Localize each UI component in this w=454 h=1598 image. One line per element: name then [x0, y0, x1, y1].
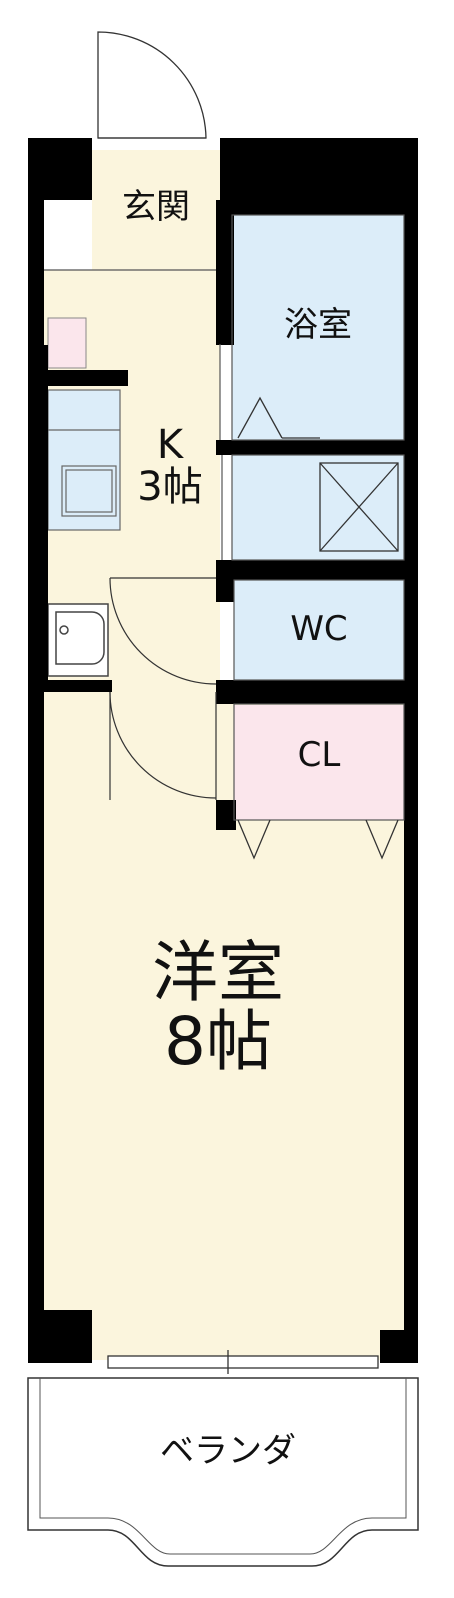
kitchen-size: 3帖	[137, 464, 203, 510]
closet-label: CL	[297, 735, 341, 775]
thin-lines	[44, 214, 405, 821]
veranda-inner	[39, 1378, 407, 1555]
bath-label: 浴室	[284, 305, 352, 345]
washing-machine-pan	[319, 462, 399, 552]
room-door	[109, 691, 217, 800]
veranda-window	[107, 1350, 379, 1374]
hall-door	[109, 577, 217, 685]
bath-floor	[232, 215, 404, 440]
kitchen-name: K	[156, 422, 184, 468]
kitchen-counter	[47, 389, 121, 531]
wc-label: WC	[290, 609, 348, 649]
genkan-floor	[92, 150, 220, 272]
fridge-space	[47, 317, 87, 369]
veranda-outline	[27, 1377, 419, 1567]
western-room-name: 洋室	[152, 934, 284, 1011]
western-room-size: 8帖	[164, 1003, 272, 1081]
wc-floor	[234, 580, 404, 680]
walls	[28, 138, 418, 1363]
veranda-label: ベランダ	[160, 1431, 296, 1471]
wash-basin	[47, 603, 109, 677]
closet-doors	[237, 819, 399, 860]
kitchen-label: K 3帖	[110, 424, 230, 508]
closet-floor	[234, 705, 404, 820]
entrance-door	[97, 31, 207, 139]
western-room-label: 洋室 8帖	[118, 938, 318, 1077]
bath-door	[237, 396, 320, 439]
genkan-label: 玄関	[122, 187, 190, 227]
